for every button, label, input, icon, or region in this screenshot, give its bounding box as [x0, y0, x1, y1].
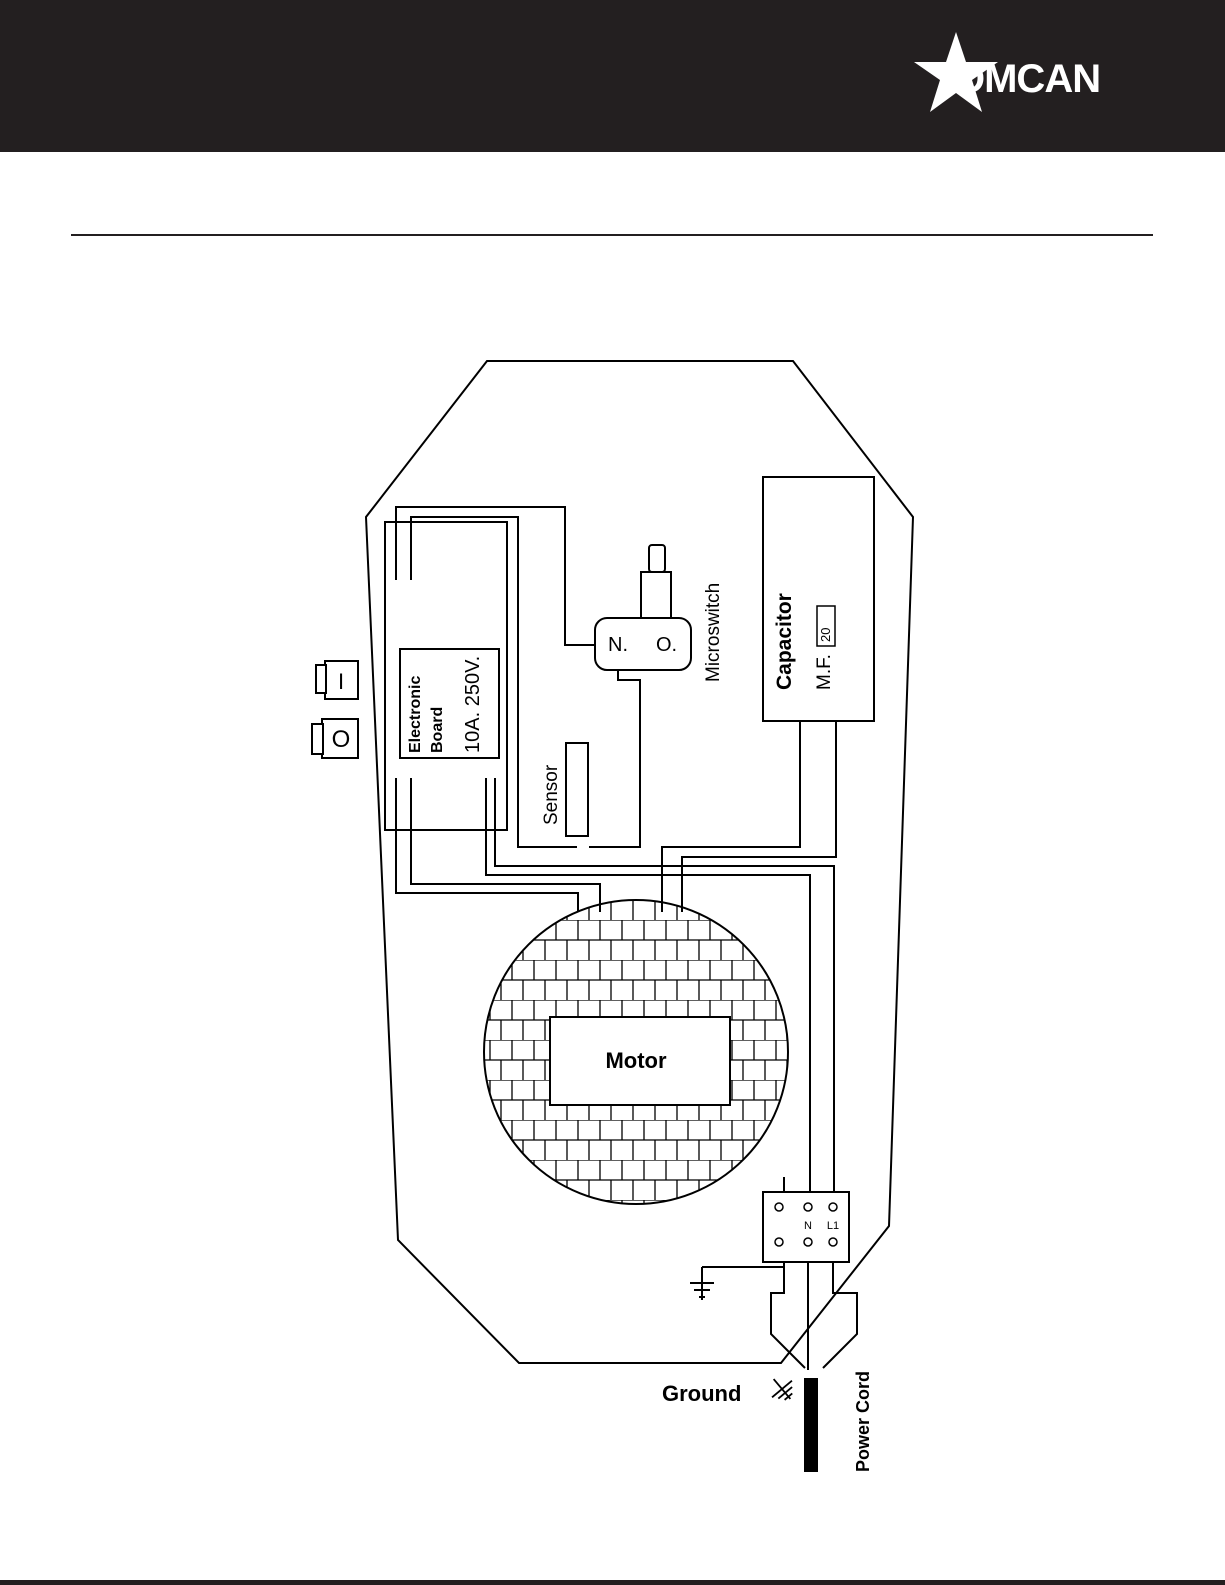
terminal-block: N L1: [763, 1192, 849, 1262]
microswitch-contact-n: N.: [608, 634, 628, 656]
footer-rule: [0, 1580, 1225, 1585]
electronic-board: Electronic Board 10A. 250V.: [385, 522, 507, 830]
ground: Ground: [662, 1371, 800, 1408]
power-cord: Power Cord: [804, 1371, 873, 1472]
ground-label: Ground: [662, 1381, 741, 1406]
microswitch: N. O. Microswitch: [595, 545, 724, 682]
chassis-ground-icon: [690, 1267, 714, 1300]
microswitch-label: Microswitch: [703, 583, 724, 682]
switch-off-symbol: O: [332, 726, 351, 753]
sensor-label: Sensor: [541, 764, 562, 825]
board-label-line1: Electronic: [407, 676, 424, 753]
sensor: Sensor: [541, 743, 588, 836]
ground-icon: [764, 1371, 801, 1408]
motor: Motor: [480, 895, 800, 1215]
switch-on-symbol: I: [338, 669, 344, 694]
capacitor: Capacitor M.F. 20: [763, 477, 874, 721]
board-label-line2: Board: [429, 707, 446, 753]
power-switch: I O: [312, 661, 358, 758]
microswitch-contact-o: O.: [656, 634, 677, 656]
capacitor-unit: M.F.: [814, 654, 835, 690]
terminal-line: L1: [827, 1220, 839, 1232]
capacitor-value: 20: [818, 628, 833, 642]
capacitor-label: Capacitor: [773, 593, 796, 690]
terminal-neutral: N: [804, 1220, 812, 1232]
motor-label: Motor: [605, 1048, 667, 1073]
board-rating: 10A. 250V.: [462, 656, 484, 753]
power-cord-label: Power Cord: [853, 1371, 873, 1472]
